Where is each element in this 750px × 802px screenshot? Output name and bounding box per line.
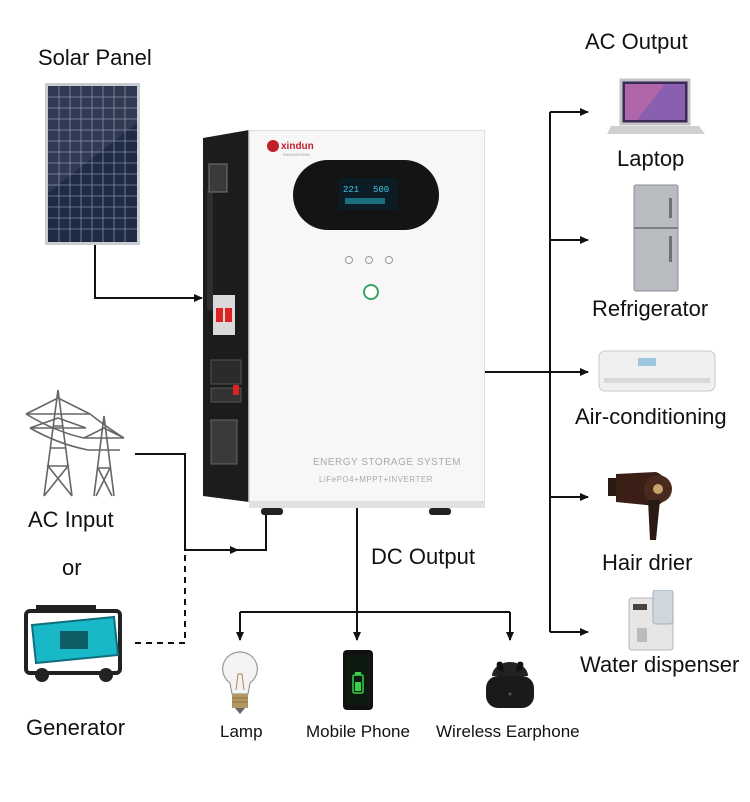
ac-input-connector [135,453,239,554]
generator-connector [135,550,186,644]
solar-panel-label: Solar Panel [38,45,152,70]
water-dispenser-icon [628,590,674,651]
brand-sub-text: INNOVATIONS [283,152,310,157]
ac-input-label: AC Input [28,507,114,532]
lamp-icon [222,651,258,714]
wireless-earphone-icon [486,661,534,708]
screen-left-value: 221 [343,185,359,195]
water-dispenser-label: Water dispenser [580,652,740,677]
hair-drier-label: Hair drier [602,550,693,575]
screen-right-value: 500 [373,185,389,195]
brand-logo-text: xindun [281,141,314,152]
ac-output-label: AC Output [585,29,688,54]
hair-drier-icon [608,472,672,540]
device-foot-connector [238,512,267,551]
solar-panel-icon [45,83,140,245]
laptop-icon [607,78,705,134]
device-subtitle-text: LiFePO4+MPPT+INVERTER [319,475,433,484]
device-title-text: ENERGY STORAGE SYSTEM [313,457,461,468]
power-tower-icon [25,389,125,497]
or-label: or [62,555,82,580]
wireless-earphone-label: Wireless Earphone [436,722,580,741]
laptop-label: Laptop [617,146,685,171]
generator-label: Generator [26,715,126,740]
air-conditioning-label: Air-conditioning [575,404,727,429]
lamp-label: Lamp [220,722,263,741]
dc-output-label: DC Output [371,544,475,569]
refrigerator-label: Refrigerator [592,296,709,321]
refrigerator-icon [633,184,679,292]
mobile-phone-label: Mobile Phone [306,722,410,741]
mobile-phone-icon [343,650,373,710]
air-conditioner-icon [598,350,716,392]
solar-connector [94,245,203,302]
generator-icon [24,605,122,682]
energy-storage-device: xindun INNOVATIONS 221 500 ENERGY STORAG… [203,130,485,515]
